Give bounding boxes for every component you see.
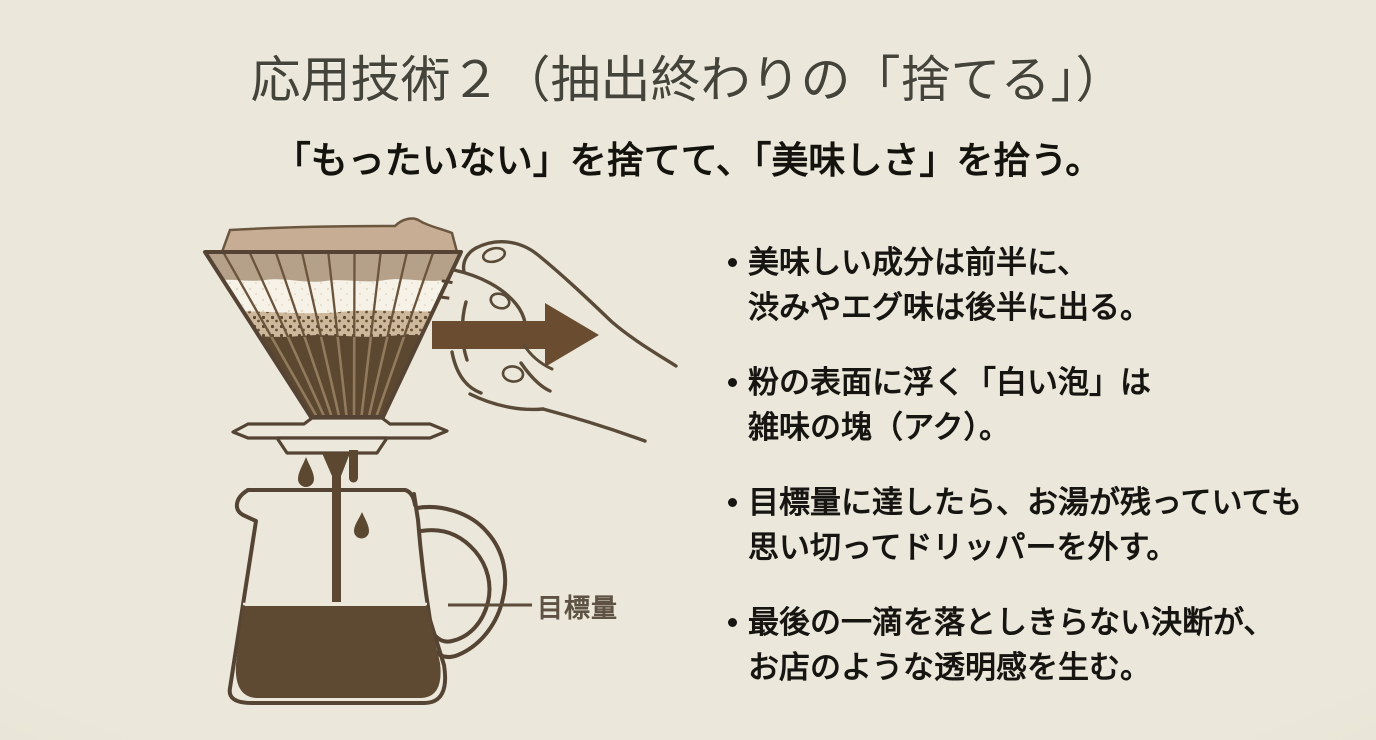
server-coffee (235, 606, 441, 698)
bullet-line: 雑味の塊（アク）。 (748, 410, 1010, 445)
bullet-dot-icon (728, 258, 737, 267)
bullet-item: 美味しい成分は前半に、 渋みやエグ味は後半に出る。 (728, 240, 1358, 330)
bullet-line: 思い切ってドリッパーを外す。 (748, 530, 1178, 565)
server-rim (246, 488, 417, 507)
fingernail (489, 292, 511, 310)
pull-arrow-icon (432, 303, 599, 367)
coffee-drip (298, 457, 314, 487)
coffee-liquid-layer (205, 335, 461, 417)
bullet-dot-icon (728, 378, 737, 387)
bullet-dot-icon (728, 498, 737, 507)
page-subtitle: 「もったいない」を捨てて、「美味しさ」を拾う。 (273, 140, 1103, 181)
bullet-item: 目標量に達したら、お湯が残っていても 思い切ってドリッパーを外す。 (728, 480, 1358, 570)
target-volume-label: 目標量 (537, 593, 619, 623)
bullet-line: お店のような透明感を生む。 (748, 650, 1151, 685)
bullet-item: 粉の表面に浮く「白い泡」は 雑味の塊（アク）。 (728, 360, 1358, 450)
pour-over-illustration (203, 217, 678, 705)
server-handle (415, 505, 508, 660)
bullet-line: 美味しい成分は前半に、 (748, 245, 1089, 280)
bullet-line: 最後の一滴を落としきらない決断が、 (748, 605, 1275, 640)
dripper-base-cup (275, 436, 389, 455)
coffee-drip (349, 450, 358, 483)
hand (450, 240, 678, 443)
filter-paper (220, 217, 459, 254)
dripper-base-flange (231, 416, 449, 440)
thumbnail (481, 246, 507, 264)
bullet-line: 目標量に達したら、お湯が残っていても (748, 485, 1302, 520)
server-handle-inner (419, 528, 492, 644)
fingernail (501, 365, 525, 383)
bullet-item: 最後の一滴を落としきらない決断が、 お店のような透明感を生む。 (728, 600, 1358, 690)
page-title: 応用技術２（抽出終わりの「捨てる」） (250, 52, 1126, 108)
coffee-stream (322, 453, 350, 602)
server-carafe (227, 488, 447, 705)
bullet-line: 渋みやエグ味は後半に出る。 (748, 290, 1151, 325)
finger-over-arrow (522, 343, 554, 371)
bullet-line: 粉の表面に浮く「白い泡」は (748, 365, 1151, 400)
coffee-drip (354, 512, 369, 539)
bullet-list: 美味しい成分は前半に、 渋みやエグ味は後半に出る。 粉の表面に浮く「白い泡」は … (728, 240, 1358, 720)
bullet-dot-icon (728, 618, 737, 627)
